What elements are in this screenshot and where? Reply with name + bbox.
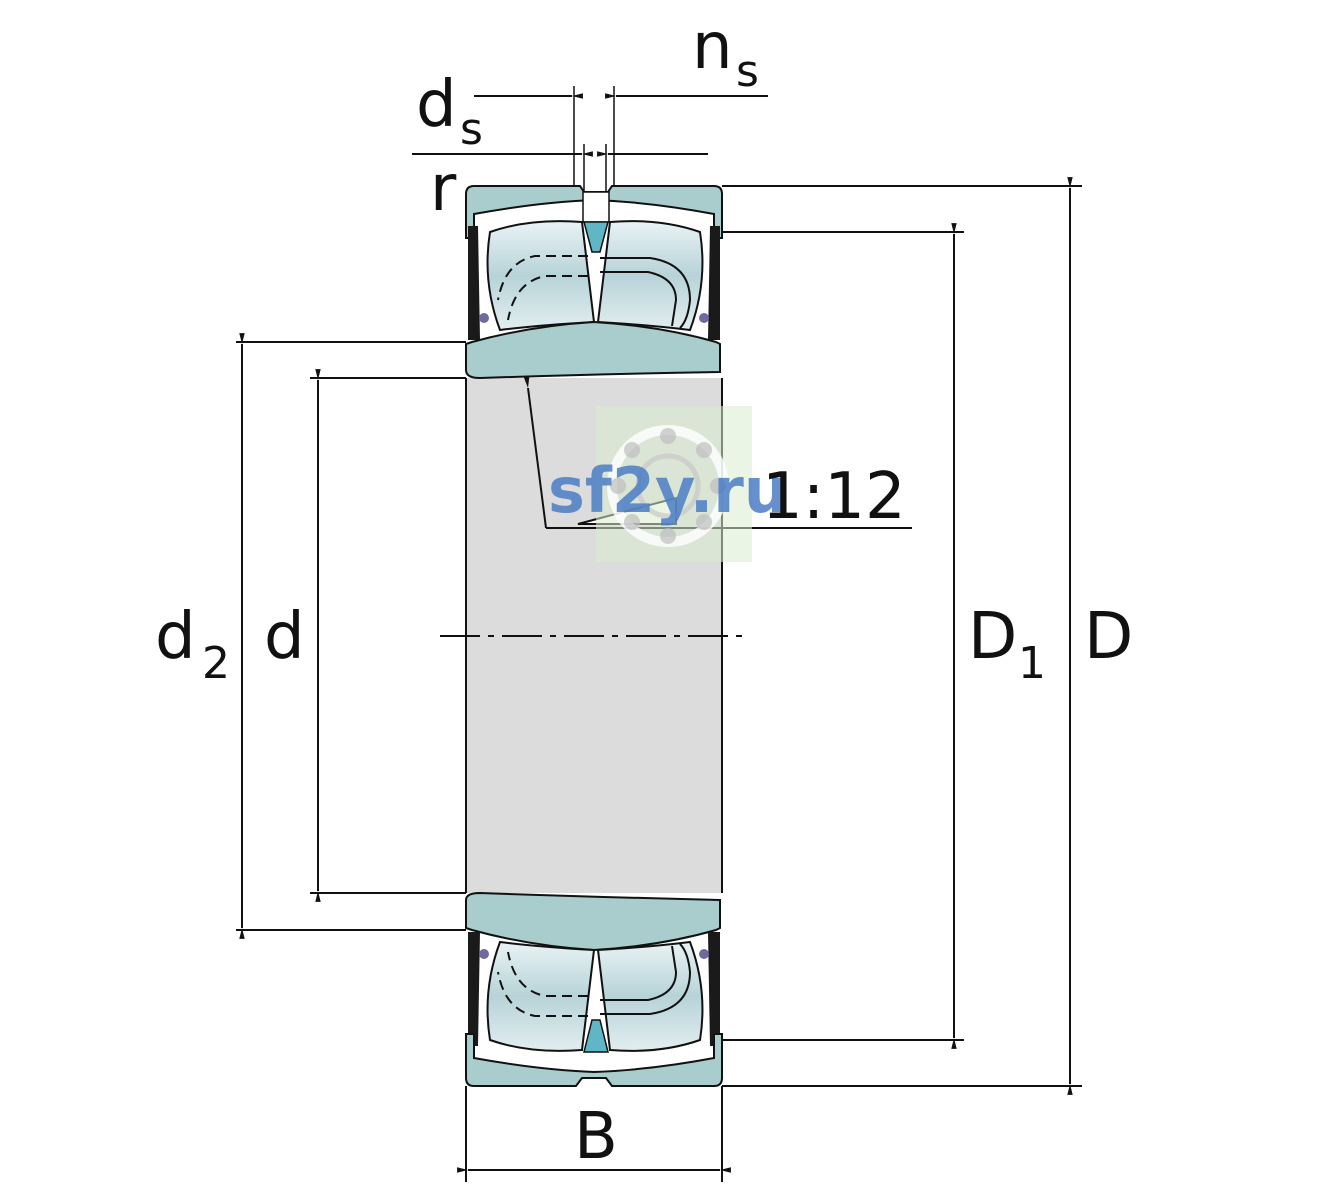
cage-solid-bottom — [600, 943, 692, 1015]
seal-left-bottom — [468, 932, 480, 1046]
dim-d: d — [264, 369, 466, 902]
cage-solid-top-2 — [600, 271, 678, 327]
label-d: d — [264, 600, 305, 674]
top-section — [465, 185, 723, 380]
cage-dashed-top — [497, 255, 588, 301]
label-B: B — [574, 1100, 618, 1174]
label-ds-sub: s — [460, 104, 483, 155]
seal-left-top — [468, 226, 480, 340]
label-d2-sub: 2 — [202, 638, 230, 689]
watermark-text: sf2y.ru — [548, 454, 788, 527]
dim-ns: n s — [474, 10, 768, 186]
label-ns-sub: s — [736, 46, 759, 97]
label-D1-sub: 1 — [1018, 638, 1046, 689]
label-r: r — [430, 152, 457, 226]
label-taper-ratio: 1:12 — [762, 460, 906, 534]
dim-ds: d s — [412, 68, 708, 192]
roller-left-top — [486, 220, 596, 332]
seal-accent-right-top — [699, 313, 709, 323]
cage-dashed-bottom-2 — [507, 951, 588, 997]
seal-accent-left-bottom — [479, 949, 489, 959]
label-ns-main: n — [692, 10, 733, 84]
cage-solid-bottom-2 — [600, 945, 678, 1001]
inner-ring-bottom — [465, 891, 721, 952]
dim-D: D — [722, 177, 1133, 1095]
outer-ring-bottom — [465, 1033, 723, 1087]
lube-hole-top — [582, 191, 610, 223]
cage-dashed-bottom — [497, 971, 588, 1017]
cage-solid-top — [600, 257, 692, 329]
cage-dashed-top-2 — [507, 275, 588, 321]
seal-accent-left-top — [479, 313, 489, 323]
dim-D1: D 1 — [722, 223, 1046, 1049]
seal-right-top — [708, 226, 720, 340]
bottom-section — [465, 891, 723, 1087]
label-d2-main: d — [155, 600, 196, 674]
dim-B: B — [457, 1086, 731, 1182]
inner-ring-top — [465, 320, 721, 380]
watermark: sf2y.ru — [548, 406, 788, 562]
lube-hole-cone-bottom — [583, 1019, 609, 1053]
seal-right-bottom — [708, 932, 720, 1046]
label-ds-main: d — [416, 68, 457, 142]
label-D1-main: D — [968, 600, 1017, 674]
lube-hole-cone-top — [583, 221, 609, 253]
label-D: D — [1084, 600, 1133, 674]
roller-left-bottom — [486, 940, 596, 1052]
seal-accent-right-bottom — [699, 949, 709, 959]
dim-d2: d 2 — [155, 333, 466, 939]
